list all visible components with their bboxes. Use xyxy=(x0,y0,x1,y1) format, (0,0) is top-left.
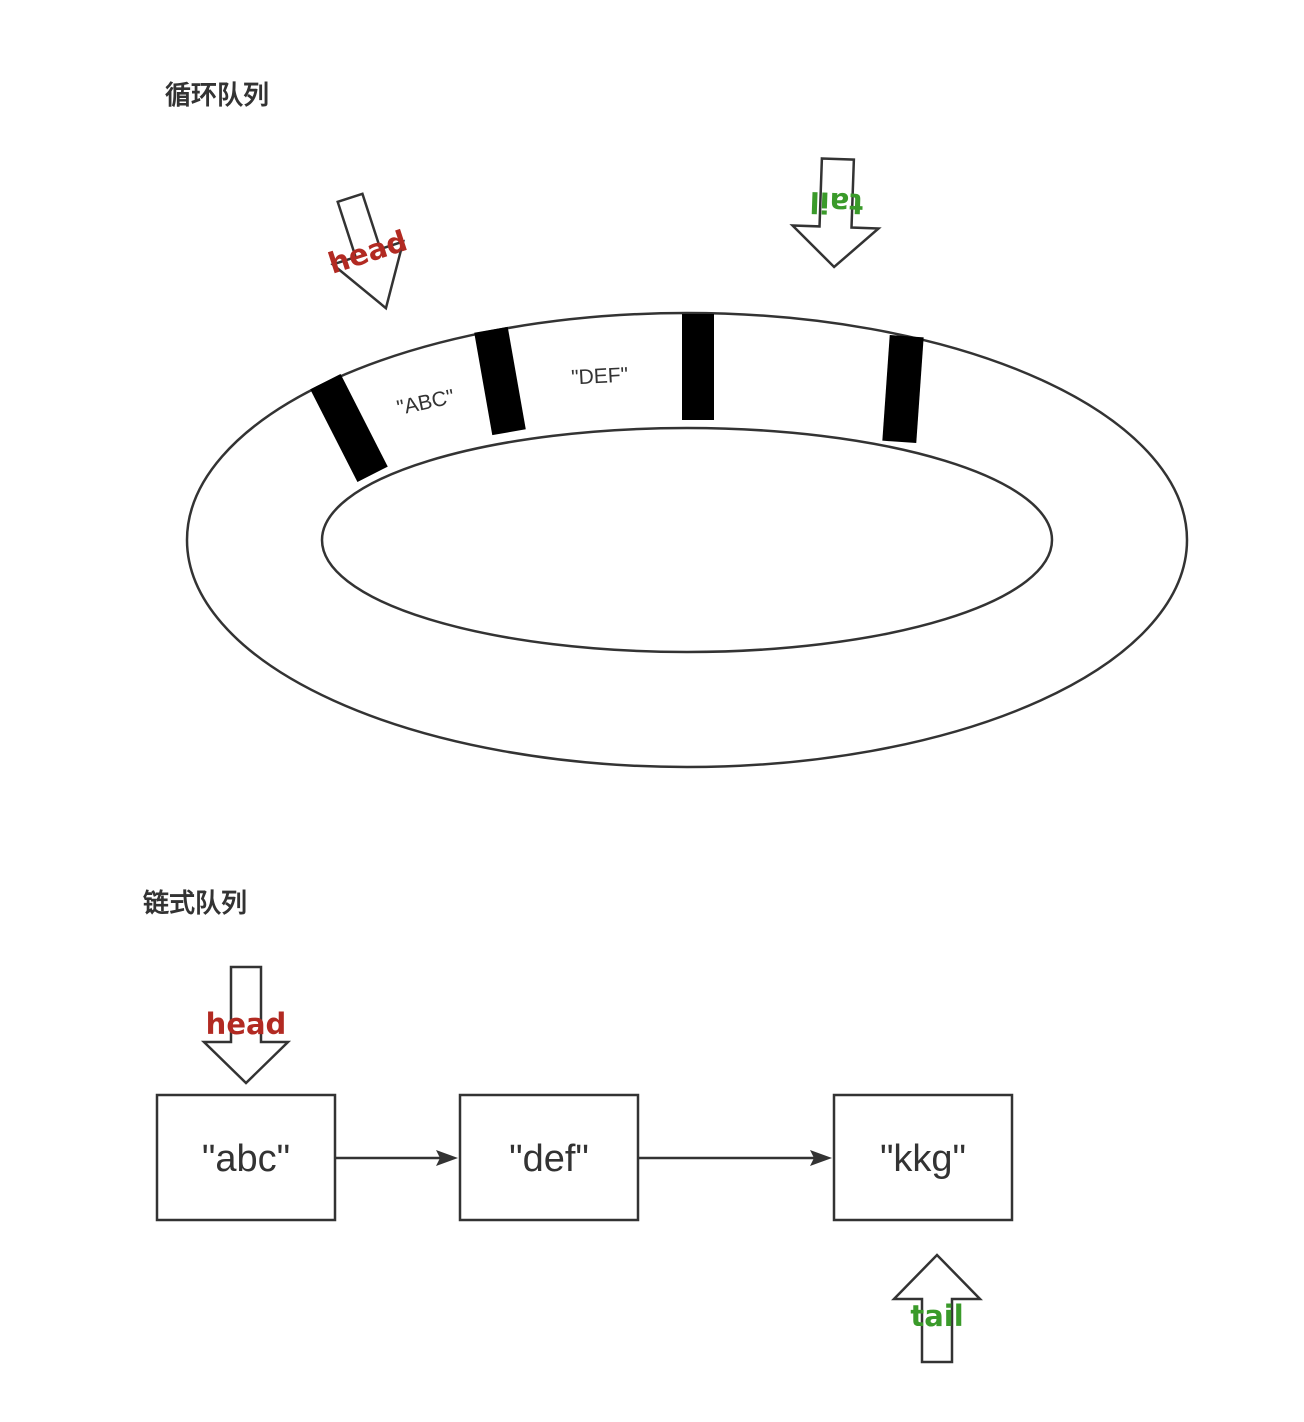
linked-head-label: head xyxy=(206,1007,287,1041)
node-value: "def" xyxy=(509,1138,589,1180)
ring xyxy=(185,311,1189,769)
ring-tail-pointer: tail xyxy=(789,157,882,269)
linked-node: "abc" xyxy=(155,1093,337,1222)
linked-head-pointer: head xyxy=(200,965,292,1085)
node-link xyxy=(639,1150,832,1166)
linked-node: "kkg" xyxy=(832,1093,1014,1222)
node-box xyxy=(458,1093,640,1222)
circular-queue-title: 循环队列 xyxy=(165,81,269,111)
linked-queue-section: 链式队列 "abc" "def" "kkg" head xyxy=(143,888,1014,1364)
linked-tail-label: tail xyxy=(910,1299,963,1333)
ring-inner-edge xyxy=(320,426,1054,654)
node-box xyxy=(832,1093,1014,1222)
slot-divider xyxy=(474,326,526,436)
slot-dividers xyxy=(310,314,924,483)
slot-divider xyxy=(882,334,924,444)
linked-node: "def" xyxy=(458,1093,640,1222)
circular-queue-section: 循环队列 "ABC" "DEF" head tail xyxy=(165,81,1189,769)
linked-queue-title: 链式队列 xyxy=(143,888,247,919)
node-link xyxy=(336,1150,458,1166)
ring-slot-value: "DEF" xyxy=(571,364,629,390)
linked-tail-pointer: tail xyxy=(891,1253,983,1364)
slot-divider xyxy=(310,373,388,483)
right-arrow-icon xyxy=(436,1150,458,1166)
ring-tail-label: tail xyxy=(809,185,863,221)
slot-divider xyxy=(682,314,714,420)
node-value: "kkg" xyxy=(880,1138,966,1180)
node-box xyxy=(155,1093,337,1222)
right-arrow-icon xyxy=(810,1150,832,1166)
down-arrow-icon xyxy=(789,157,882,269)
down-arrow-icon xyxy=(330,192,405,311)
node-value: "abc" xyxy=(202,1138,290,1180)
up-arrow-icon xyxy=(891,1253,983,1364)
ring-head-pointer: head xyxy=(324,192,411,311)
down-arrow-icon xyxy=(200,965,292,1085)
